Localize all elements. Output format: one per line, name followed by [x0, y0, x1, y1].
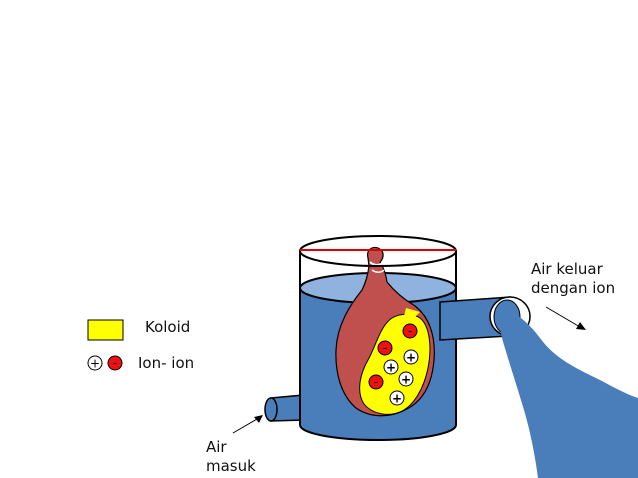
positive-ion: + [389, 390, 405, 406]
inflow-label-line-2: masuk [206, 457, 256, 475]
arrow-outflow [545, 306, 586, 330]
svg-text:+: + [392, 392, 402, 406]
tank-rim-back [299, 235, 457, 252]
inlet-pipe [264, 394, 305, 422]
negative-ion: - [377, 340, 393, 356]
ions: - - + + + - + [368, 323, 419, 406]
arrow-inflow [232, 415, 263, 434]
positive-ion: + [403, 349, 419, 365]
outflow-label: Air keluar dengan ion [531, 260, 615, 298]
svg-text:+: + [386, 361, 396, 375]
svg-text:+: + [406, 351, 416, 365]
outflow-label-line-2: dengan ion [531, 279, 616, 297]
negative-ion: - [368, 374, 384, 390]
positive-ion: + [383, 359, 399, 375]
positive-ion: + [398, 371, 414, 387]
svg-text:+: + [90, 357, 100, 371]
tank-rim-front [299, 250, 457, 267]
negative-ion: - [402, 323, 418, 339]
legend-ion-label: Ion- ion [138, 354, 195, 372]
legend-negative-ion: - [107, 355, 123, 371]
svg-text:-: - [374, 375, 378, 389]
outflow-stream [499, 305, 638, 478]
svg-text:-: - [408, 324, 412, 338]
legend-koloid-swatch [87, 319, 124, 341]
legend-positive-ion: + [87, 355, 103, 371]
svg-text:-: - [383, 341, 387, 355]
legend-koloid-label: Koloid [145, 318, 191, 336]
svg-text:-: - [113, 356, 117, 370]
svg-text:+: + [401, 373, 411, 387]
inflow-label-line-1: Air [206, 438, 227, 456]
inflow-label: Air masuk [206, 438, 256, 476]
outflow-label-line-1: Air keluar [531, 260, 603, 278]
